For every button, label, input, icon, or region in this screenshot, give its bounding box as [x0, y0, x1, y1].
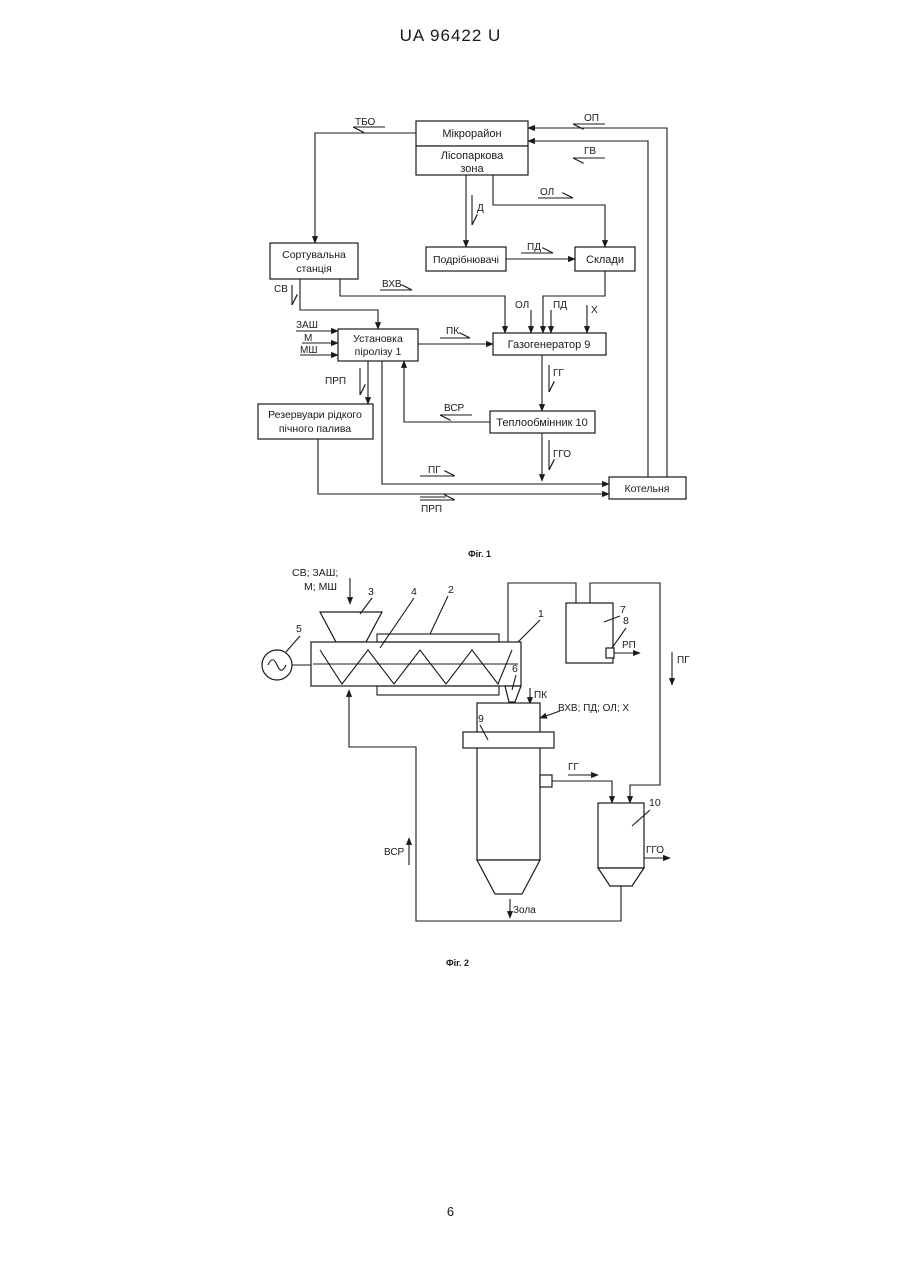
- svg-text:Лісопаркова: Лісопаркова: [441, 150, 504, 162]
- flow-bcp: ВСР: [444, 403, 465, 414]
- box-lisoparkova-zona: Лісопаркова зона: [416, 146, 528, 175]
- flow-prp: ПРП: [325, 376, 346, 387]
- flow-d: Д: [477, 203, 484, 214]
- svg-text:Установка: Установка: [353, 333, 403, 345]
- flow-sv: СВ: [274, 284, 288, 295]
- box-podribnyuvachi: Подрібнювачі: [426, 247, 506, 271]
- flow-zash: ЗАШ: [296, 320, 318, 331]
- flow-ggo: ГГО: [553, 449, 571, 460]
- flow-pd: ПД: [527, 242, 541, 253]
- flow-gv: ГВ: [584, 146, 596, 157]
- svg-text:Мікрорайон: Мікрорайон: [442, 128, 501, 140]
- svg-text:Резервуари рідкого: Резервуари рідкого: [268, 409, 362, 421]
- gasifier-9: [477, 703, 540, 860]
- svg-text:1: 1: [538, 608, 544, 620]
- fig1-block-diagram: Мікрорайон Лісопаркова зона Сортувальна …: [258, 113, 686, 515]
- box-ustanovka-pirolizu: Установка піролізу 1: [338, 329, 418, 361]
- fig2-caption: Фіг. 2: [446, 958, 469, 968]
- flow-pk: ПК: [446, 326, 459, 337]
- flow-m: М: [304, 333, 312, 344]
- flow-pg-2: ПГ: [677, 655, 690, 666]
- flow-zola: Зола: [513, 905, 536, 916]
- svg-text:Склади: Склади: [586, 254, 624, 266]
- flow-rp: РП: [622, 640, 636, 651]
- svg-text:піролізу 1: піролізу 1: [355, 346, 402, 358]
- svg-text:3: 3: [368, 586, 374, 598]
- svg-text:Сортувальна: Сортувальна: [282, 249, 346, 261]
- flow-op: ОП: [584, 113, 599, 124]
- svg-text:Подрібнювачі: Подрібнювачі: [433, 254, 499, 266]
- box-rezervuary: Резервуари рідкого пічного палива: [258, 404, 373, 439]
- flow-ol: ОЛ: [540, 187, 554, 198]
- flow-prp-2: ПРП: [421, 504, 442, 515]
- fig1-caption: Фіг. 1: [468, 549, 491, 559]
- fig2-input-line2: М; МШ: [304, 581, 337, 593]
- box-kotelnya: Котельня: [609, 477, 686, 499]
- svg-text:зона: зона: [460, 163, 484, 175]
- box-sklady: Склади: [575, 247, 635, 271]
- svg-text:Котельня: Котельня: [625, 483, 670, 495]
- flow-pk-2: ПК: [534, 690, 547, 701]
- svg-text:4: 4: [411, 586, 417, 598]
- heat-exchanger-10: [598, 803, 644, 868]
- fig2-apparatus-diagram: СВ; ЗАШ; М; МШ 3 2 4 5 1 7 8: [262, 567, 690, 921]
- svg-text:Теплообмінник 10: Теплообмінник 10: [496, 417, 587, 429]
- flow-gasifier-in: ВХВ; ПД; ОЛ; Х: [558, 703, 629, 714]
- svg-text:5: 5: [296, 623, 302, 635]
- svg-text:Газогенератор 9: Газогенератор 9: [508, 339, 591, 351]
- flow-tbo: ТБО: [355, 117, 376, 128]
- hopper-3: [320, 612, 382, 642]
- flow-msh: МШ: [300, 345, 318, 356]
- box-mikrorajon: Мікрорайон: [416, 121, 528, 146]
- svg-text:8: 8: [623, 615, 629, 627]
- fig2-input-line1: СВ; ЗАШ;: [292, 567, 338, 579]
- flow-x: Х: [591, 305, 598, 316]
- flow-pg: ПГ: [428, 465, 441, 476]
- flow-pd-2: ПД: [553, 300, 567, 311]
- svg-text:станція: станція: [296, 263, 332, 275]
- box-sortuvalna-stantsiya: Сортувальна станція: [270, 243, 358, 279]
- box-gazogenerator: Газогенератор 9: [493, 333, 606, 355]
- svg-text:9: 9: [478, 713, 484, 725]
- flow-ol-2: ОЛ: [515, 300, 529, 311]
- svg-text:пічного палива: пічного палива: [279, 423, 351, 435]
- svg-text:10: 10: [649, 797, 661, 809]
- flow-ggo-2: ГГО: [646, 845, 664, 856]
- page-number: 6: [0, 1204, 901, 1219]
- box-teploobminnyk: Теплообмінник 10: [490, 411, 595, 433]
- flow-gg-2: ГГ: [568, 762, 579, 773]
- flow-gg: ГГ: [553, 368, 564, 379]
- flow-bxv: ВХВ: [382, 279, 402, 290]
- svg-text:2: 2: [448, 584, 454, 596]
- svg-text:6: 6: [512, 663, 518, 675]
- flow-bcp-2: ВСР: [384, 847, 405, 858]
